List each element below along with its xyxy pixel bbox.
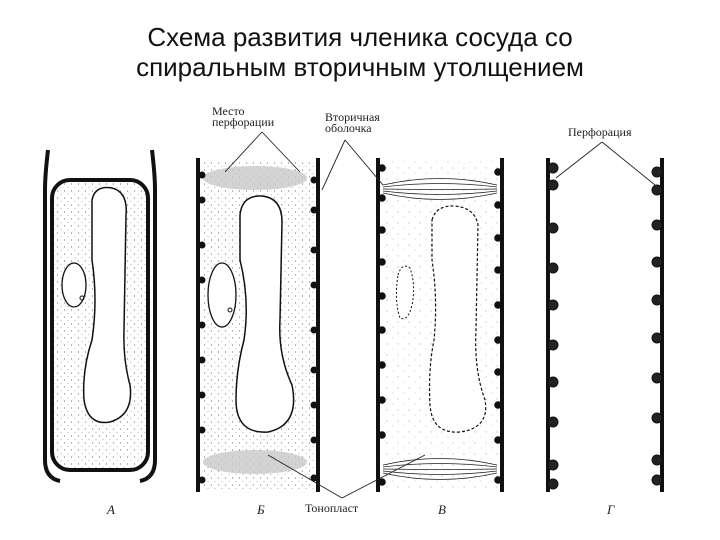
cell-b: [196, 158, 320, 492]
cell-b-perforation-site-bottom: [203, 450, 307, 474]
cell-v: [376, 158, 504, 492]
cell-a: [43, 149, 157, 483]
cell-v-tonoplast: [428, 205, 487, 433]
cell-a-nucleolus: [79, 295, 85, 301]
label-perforation-site: Место перфорации: [212, 104, 275, 129]
label-perforation-site-line1: Место: [212, 104, 245, 118]
cell-g: [546, 158, 664, 492]
cell-a-vacuole: [82, 186, 132, 424]
diagram-title: Схема развития членика сосуда со спираль…: [0, 22, 720, 82]
cell-b-perforation-site-top: [203, 166, 307, 190]
leader-lines: [224, 131, 656, 499]
label-secondary-wall-line1: Вторичная: [325, 110, 380, 124]
cell-b-thickenings: [198, 171, 318, 484]
stage-label-b: Б: [257, 502, 265, 517]
label-perforation: Перфорация: [568, 125, 632, 139]
title-line-1: Схема развития членика сосуда со: [147, 22, 573, 52]
cell-v-perforation-fibers-top: [382, 178, 498, 200]
cell-v-nucleus: [395, 265, 415, 320]
stage-label-a: А: [107, 502, 115, 517]
cell-v-thickenings: [378, 164, 502, 486]
stage-label-g: Г: [607, 502, 615, 517]
label-perforation-site-line2: перфорации: [212, 115, 275, 129]
cell-g-thickenings: [547, 162, 663, 490]
title-line-2: спиральным вторичным утолщением: [136, 52, 584, 82]
label-tonoplast: Тонопласт: [305, 501, 359, 515]
label-secondary-wall: Вторичная оболочка: [325, 110, 380, 135]
cell-b-nucleus: [207, 262, 237, 328]
cell-b-vacuole: [235, 195, 295, 433]
cell-a-nucleus: [61, 262, 87, 308]
stage-label-v: В: [438, 502, 446, 517]
label-secondary-wall-line2: оболочка: [325, 121, 372, 135]
cell-v-perforation-fibers-bottom: [382, 458, 498, 480]
